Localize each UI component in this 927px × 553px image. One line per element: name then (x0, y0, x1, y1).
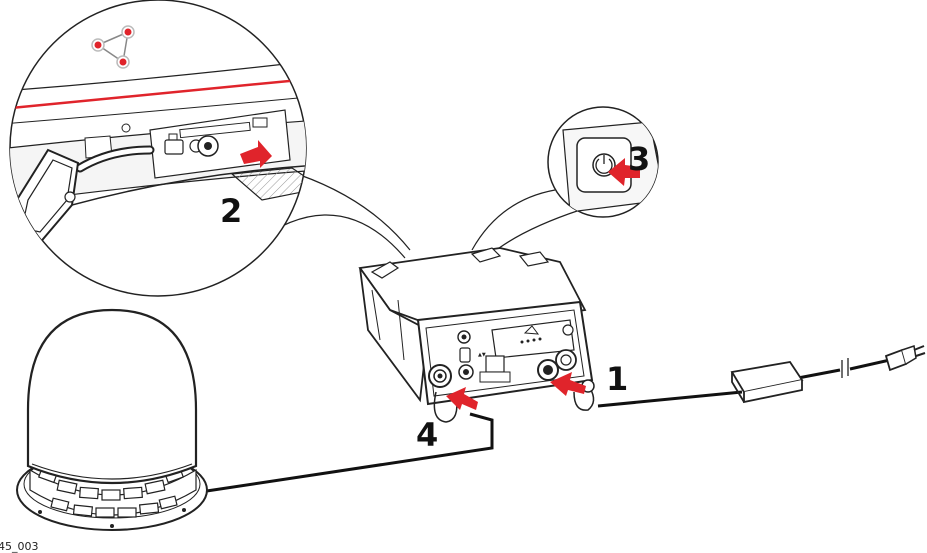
receiver-device: ▲▼ (360, 248, 594, 422)
gnss-antenna-dome-icon (17, 310, 207, 530)
step-1-label: 1 (606, 360, 628, 398)
step-3-label: 3 (628, 140, 650, 178)
step-2-label: 2 (220, 192, 242, 230)
svg-text:▲▼: ▲▼ (478, 352, 486, 358)
step-4-label: 4 (416, 416, 438, 454)
sd-card-detail-callout: + (0, 0, 410, 296)
power-adapter-icon (732, 362, 802, 402)
power-button-detail-callout (472, 107, 665, 255)
mains-plug-icon (886, 346, 925, 370)
figure-id: 45_003 (0, 540, 39, 553)
